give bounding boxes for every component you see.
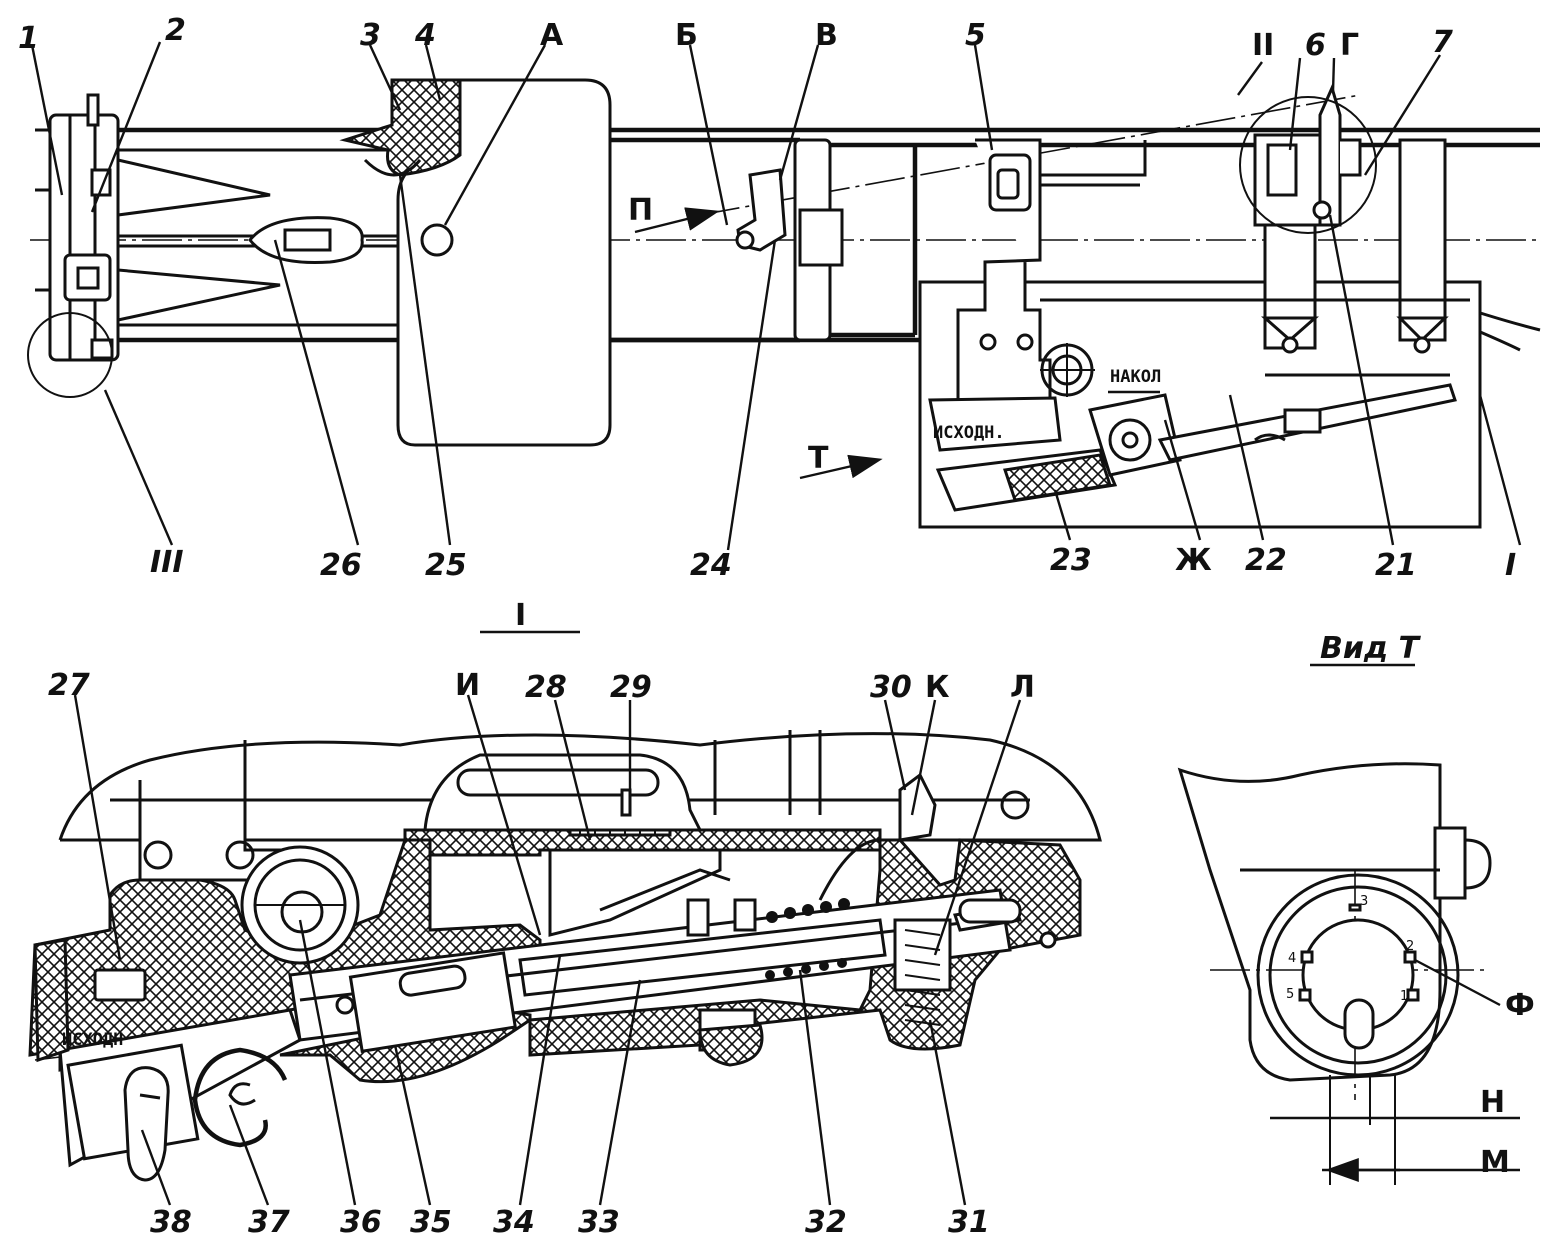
label-v: В [815, 18, 838, 53]
label-roman3: III [150, 545, 184, 580]
label-m: М [1480, 1145, 1510, 1180]
housing-25 [339, 78, 612, 447]
label-title: Вид Т [1320, 631, 1422, 666]
right-assembly [918, 83, 1482, 529]
label-n31: 31 [948, 1205, 990, 1240]
spring-31 [904, 929, 941, 1026]
arrow-T [799, 454, 883, 480]
label-n37: 37 [248, 1205, 290, 1240]
label-n4: 4 [414, 18, 436, 53]
label-dial-4: 4 [1288, 951, 1296, 966]
hole-A [420, 223, 454, 257]
label-n6: 6 [1305, 28, 1326, 63]
label-n34: 34 [493, 1205, 535, 1240]
label-k: К [925, 670, 950, 705]
label-i: И [455, 668, 480, 703]
label-n1: 1 [18, 21, 39, 56]
label-l: Л [1010, 670, 1035, 705]
collar-V [735, 138, 844, 342]
left-end-cap [35, 93, 120, 362]
label-iskhodn-top: ИСХОДН. [933, 423, 1005, 443]
top-view [27, 41, 1541, 551]
label-n3: 3 [360, 18, 381, 53]
label-n: Н [1480, 1085, 1505, 1120]
leader-F [1414, 958, 1501, 1007]
label-roman2: II [1252, 28, 1274, 63]
leader-lines-top [30, 41, 1522, 551]
label-n25: 25 [425, 548, 467, 583]
label-n32: 32 [805, 1205, 847, 1240]
label-n29: 29 [610, 670, 652, 705]
label-n24: 24 [690, 548, 732, 583]
label-n21: 21 [1375, 548, 1417, 583]
label-title: I [515, 598, 526, 633]
detail-III-circle [27, 312, 113, 398]
label-n38: 38 [150, 1205, 192, 1240]
label-n5: 5 [965, 18, 986, 53]
cone-struts [117, 148, 400, 322]
label-n26: 26 [320, 548, 362, 583]
arrow-P [634, 207, 720, 234]
label-dial-2: 2 [1406, 939, 1414, 954]
label-f: Ф [1505, 988, 1535, 1023]
label-a: А [540, 18, 564, 53]
label-iskhodn-section: ИСХОДН [62, 1030, 123, 1050]
label-g: Г [1340, 28, 1359, 63]
label-n33: 33 [578, 1205, 620, 1240]
label-n30: 30 [870, 670, 912, 705]
label-n36: 36 [340, 1205, 382, 1240]
label-n35: 35 [410, 1205, 452, 1240]
label-t: Т [808, 441, 829, 476]
label-n2: 2 [165, 13, 186, 48]
leader-lines-section [73, 694, 1022, 1206]
section-I [28, 630, 1102, 1206]
label-dial-5: 5 [1286, 987, 1294, 1002]
label-n27: 27 [48, 668, 90, 703]
label-roman1: I [1505, 548, 1516, 583]
label-dial-1: 1 [1400, 989, 1408, 1004]
label-n7: 7 [1432, 25, 1453, 60]
detail-II-circle [1239, 96, 1377, 234]
label-n22: 22 [1245, 543, 1287, 578]
label-zh: Ж [1175, 543, 1212, 578]
label-p: П [628, 193, 653, 228]
label-n28: 28 [525, 670, 567, 705]
label-n23: 23 [1050, 543, 1092, 578]
label-b: Б [675, 18, 698, 53]
view-T [1177, 663, 1520, 1185]
spring-32 [765, 838, 881, 980]
label-nakol: НАКОЛ [1110, 367, 1161, 387]
label-dial-3: 3 [1360, 894, 1368, 909]
